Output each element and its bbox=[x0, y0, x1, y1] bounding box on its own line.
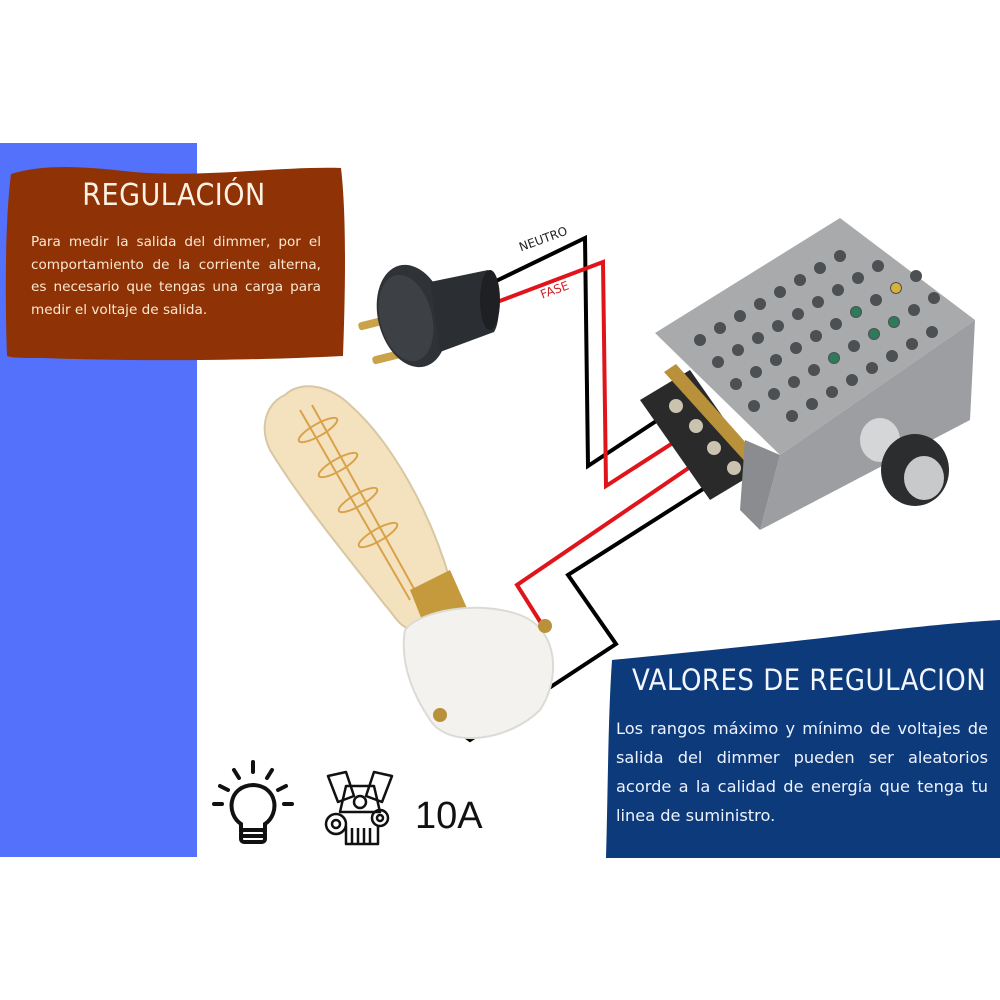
valores-card: VALORES DE REGULACION Los rangos máximo … bbox=[604, 618, 1000, 858]
current-rating-label: 10A bbox=[415, 795, 483, 837]
light-bulb-icon bbox=[212, 758, 294, 850]
regulacion-card: REGULACIÓN Para medir la salida del dimm… bbox=[3, 160, 346, 361]
regulacion-body: Para medir la salida del dimmer, por el … bbox=[31, 234, 321, 318]
brown-card-shape bbox=[5, 167, 346, 361]
dimmer-module-image bbox=[640, 218, 975, 530]
valores-body: Los rangos máximo y mínimo de voltajes d… bbox=[616, 719, 988, 825]
phase-wire-input bbox=[496, 259, 698, 490]
valores-title: VALORES DE REGULACION bbox=[632, 664, 987, 698]
navy-card-shape bbox=[606, 620, 1000, 858]
light-bulb-image bbox=[263, 385, 555, 740]
phase-wire-output bbox=[514, 450, 714, 625]
plug-image bbox=[358, 264, 500, 368]
regulacion-title: REGULACIÓN bbox=[82, 178, 266, 213]
neutral-wire-input bbox=[491, 234, 678, 470]
motor-engine-icon bbox=[318, 766, 402, 852]
